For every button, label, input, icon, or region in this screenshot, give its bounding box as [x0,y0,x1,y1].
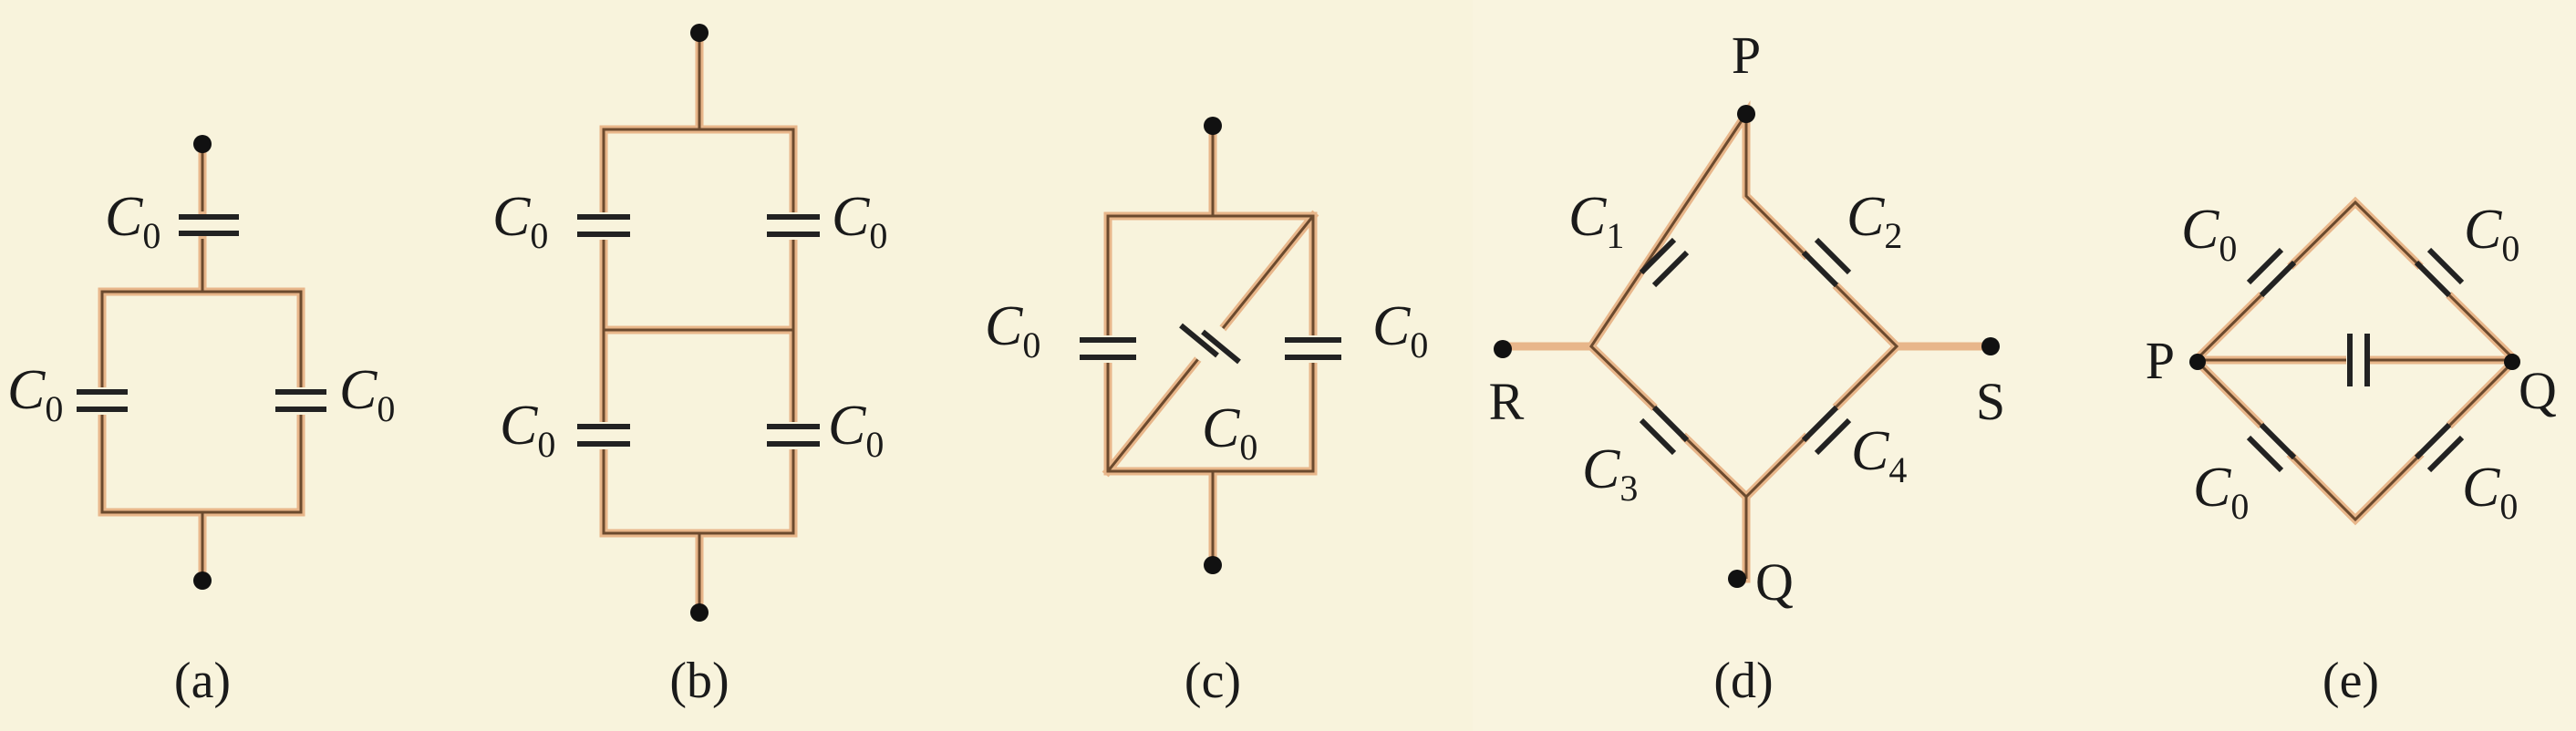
capacitor-e-bottom-right [2414,419,2465,473]
capacitor-a-left [77,387,128,415]
point-d-s: S [1976,372,2005,431]
point-d-q: Q [1755,552,1794,612]
terminal-d-p [1737,105,1755,123]
diagram-a-wires [98,141,305,583]
label-c-right: C0 [1372,295,1428,366]
label-c-left: C0 [985,295,1040,366]
diagram-a: C0 C0 C0 (a) [7,135,395,709]
diagram-d: P Q R S C1 C2 C3 C4 (d) [1489,26,2005,709]
point-d-p: P [1732,26,1761,85]
caption-e: (e) [2323,653,2379,709]
label-b-top-right: C0 [832,186,887,256]
terminal-e-p [2189,354,2206,370]
left-panel-background [0,0,1473,731]
capacitor-d-c3 [1639,402,1690,456]
terminal-a-bottom [193,571,212,590]
terminal-d-s [1981,337,2000,355]
diagram-c: C0 C0 C0 (c) [985,117,1428,709]
label-d-c1: C1 [1568,186,1624,256]
caption-c: (c) [1185,653,1241,709]
label-a-left: C0 [7,359,63,429]
label-d-c4: C4 [1851,420,1907,490]
diagram-b: C0 C0 C0 C0 (b) [492,24,887,709]
label-b-top-left: C0 [492,186,548,256]
terminal-c-bottom [1204,556,1222,574]
point-e-p: P [2146,331,2175,390]
terminal-a-top [193,135,212,153]
label-b-bottom-left: C0 [500,395,555,465]
terminal-e-q [2504,354,2520,370]
caption-a: (a) [174,653,231,709]
terminal-d-r [1494,340,1512,358]
label-d-c3: C3 [1582,438,1638,509]
capacitor-e-middle [2346,334,2370,386]
capacitor-b-top-left [577,212,630,240]
terminal-b-top [690,24,709,42]
label-e-top-right: C0 [2464,199,2519,269]
label-e-top-left: C0 [2181,199,2237,269]
capacitor-c-diagonal [1179,323,1241,365]
label-b-bottom-right: C0 [828,395,884,465]
capacitor-e-top-left [2246,247,2297,301]
capacitor-c-left [1080,335,1136,363]
capacitor-e-top-right [2414,247,2465,301]
diagram-e: P Q C0 C0 C0 C0 (e) [2146,196,2557,709]
capacitor-a-right [275,387,326,415]
capacitor-d-c1 [1639,237,1690,291]
diagram-c-wires [1102,123,1319,568]
capacitor-d-c4 [1801,402,1852,456]
right-panel-background [1473,0,2576,731]
label-e-bottom-right: C0 [2462,457,2518,527]
caption-d: (d) [1713,653,1773,709]
label-d-c2: C2 [1847,186,1902,256]
label-a-top: C0 [105,186,160,256]
point-d-r: R [1489,372,1525,431]
capacitor-b-bottom-left [577,422,630,449]
terminal-d-q [1728,570,1746,588]
capacitor-c-right [1285,335,1341,363]
capacitor-b-top-right [767,212,820,240]
terminal-c-top [1204,117,1222,135]
label-c-diagonal: C0 [1202,397,1257,468]
capacitor-e-bottom-left [2246,419,2297,473]
label-a-right: C0 [339,359,395,429]
capacitor-a-top [179,214,239,236]
capacitor-b-bottom-right [767,422,820,449]
terminal-b-bottom [690,603,709,622]
point-e-q: Q [2519,361,2557,420]
diagram-b-wires [599,30,798,617]
caption-b: (b) [669,653,729,709]
diagram-d-wires [1498,100,1995,583]
capacitor-d-c2 [1801,237,1852,291]
label-e-bottom-left: C0 [2193,457,2249,527]
